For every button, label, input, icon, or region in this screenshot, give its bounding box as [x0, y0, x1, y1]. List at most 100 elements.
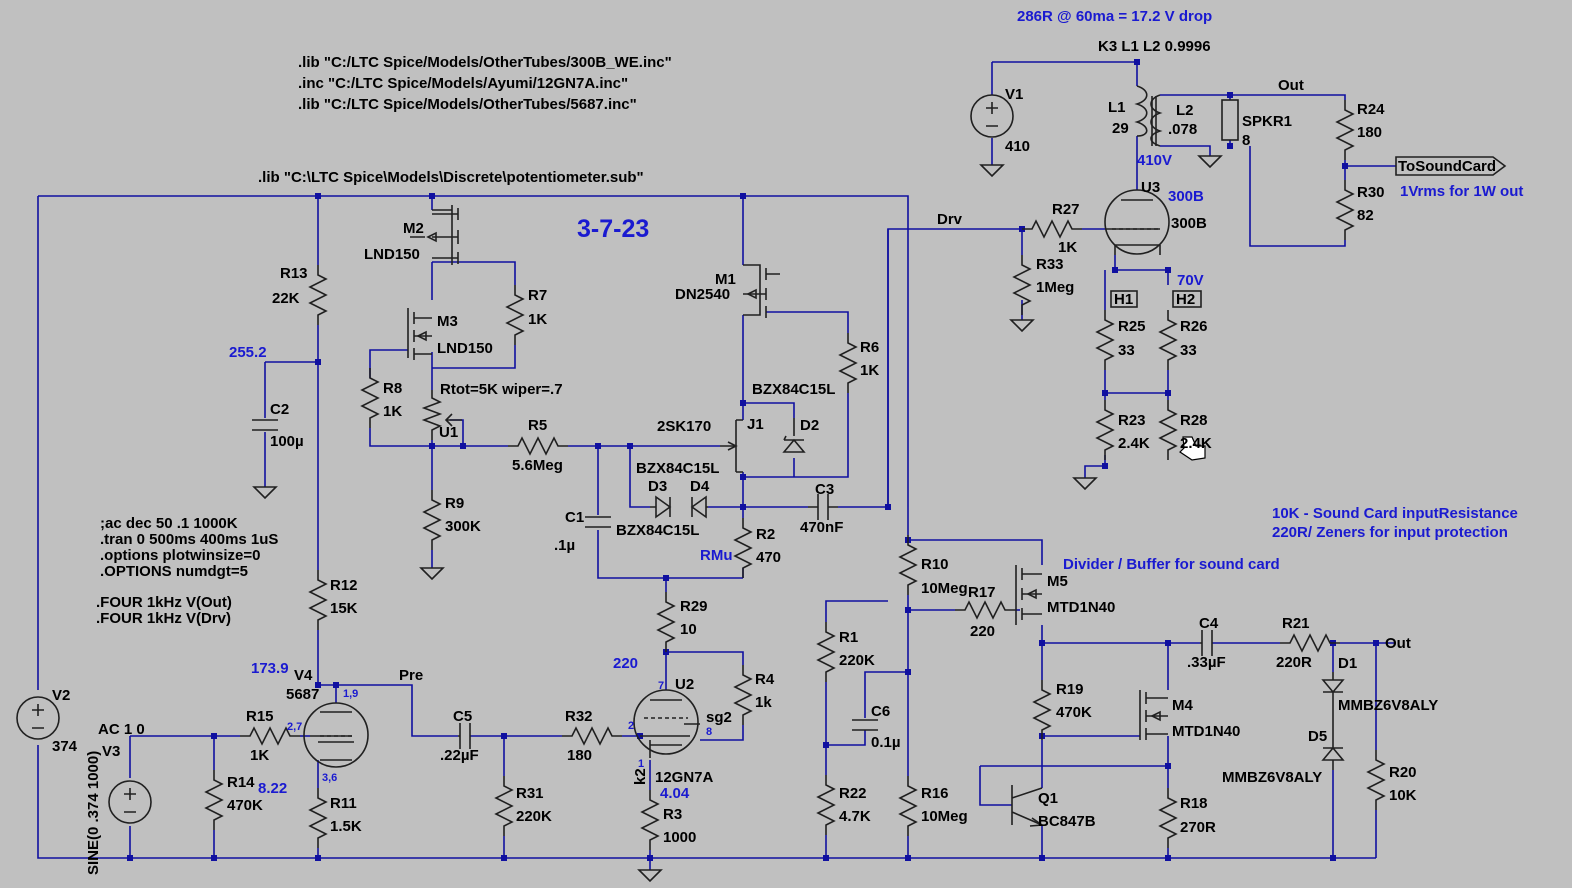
- resistors[interactable]: [205, 99, 1385, 851]
- svg-text:1: 1: [638, 758, 644, 770]
- svg-text:MTD1N40: MTD1N40: [1047, 599, 1115, 616]
- m1-symbol: [743, 264, 780, 318]
- output-transformer[interactable]: [1134, 85, 1163, 147]
- r24-symbol: [1336, 99, 1354, 161]
- svg-text:R26: R26: [1180, 318, 1208, 335]
- svg-text:M3: M3: [437, 313, 458, 330]
- svg-text:DN2540: DN2540: [675, 286, 730, 303]
- svg-text:R21: R21: [1282, 615, 1310, 632]
- svg-text:1,9: 1,9: [343, 688, 358, 700]
- svg-text:U3: U3: [1141, 179, 1160, 196]
- svg-text:82: 82: [1357, 207, 1374, 224]
- svg-text:R2: R2: [756, 526, 775, 543]
- r5-symbol: [507, 437, 569, 455]
- svg-text:Drv: Drv: [937, 211, 963, 228]
- svg-text:70V: 70V: [1177, 272, 1204, 289]
- svg-text:AC 1 0: AC 1 0: [98, 721, 145, 738]
- svg-text:410V: 410V: [1137, 152, 1172, 169]
- svg-text:220R: 220R: [1276, 654, 1312, 671]
- svg-text:R28: R28: [1180, 412, 1208, 429]
- svg-text:R4: R4: [755, 671, 775, 688]
- svg-text:ToSoundCard: ToSoundCard: [1398, 158, 1496, 175]
- voltage-sources[interactable]: [16, 94, 1014, 824]
- svg-text:U1: U1: [439, 424, 458, 441]
- directives: .lib "C:/LTC Spice/Models/OtherTubes/300…: [258, 38, 1211, 186]
- r4-symbol: [734, 664, 752, 726]
- svg-text:R24: R24: [1357, 101, 1385, 118]
- r20-symbol: [1367, 749, 1385, 811]
- svg-text:33: 33: [1118, 342, 1135, 359]
- svg-text:.22µF: .22µF: [440, 747, 479, 764]
- r9-symbol: [423, 489, 441, 551]
- r25-symbol: [1096, 309, 1114, 371]
- r2-symbol: [734, 517, 752, 579]
- r31-symbol: [495, 775, 513, 837]
- sim-four-drv: .FOUR 1kHz V(Drv): [96, 610, 231, 627]
- svg-text:Out: Out: [1278, 77, 1304, 94]
- j1-symbol[interactable]: [720, 419, 743, 473]
- r19-symbol: [1033, 679, 1051, 741]
- zener-diodes[interactable]: [650, 418, 1345, 770]
- svg-text:V2: V2: [52, 687, 70, 704]
- r7-symbol: [506, 284, 524, 346]
- r14-symbol: [205, 769, 223, 831]
- svg-text:C1: C1: [565, 509, 584, 526]
- svg-text:4.7K: 4.7K: [839, 808, 871, 825]
- svg-text:220K: 220K: [839, 652, 875, 669]
- svg-text:R29: R29: [680, 598, 708, 615]
- svg-text:220K: 220K: [516, 808, 552, 825]
- r3-symbol: [641, 789, 659, 851]
- net-flags: [1110, 156, 1507, 308]
- sound-card-note: 10K - Sound Card inputResistance: [1272, 505, 1518, 522]
- capacitors[interactable]: [252, 419, 1213, 749]
- r23-symbol: [1096, 399, 1114, 461]
- svg-text:10K: 10K: [1389, 787, 1417, 804]
- svg-text:R18: R18: [1180, 795, 1208, 812]
- svg-text:173.9: 173.9: [251, 660, 289, 677]
- tubes[interactable]: [303, 189, 1170, 768]
- mosfets[interactable]: [407, 205, 1168, 740]
- svg-text:H2: H2: [1176, 291, 1195, 308]
- svg-text:R10: R10: [921, 556, 949, 573]
- svg-text:R8: R8: [383, 380, 402, 397]
- wires: [37, 61, 1396, 870]
- svg-text:D4: D4: [690, 478, 710, 495]
- svg-text:R20: R20: [1389, 764, 1417, 781]
- svg-text:470nF: 470nF: [800, 519, 843, 536]
- v1-symbol: [970, 94, 1014, 138]
- l1-symbol: [1134, 85, 1148, 137]
- svg-text:BZX84C15L: BZX84C15L: [616, 522, 699, 539]
- svg-text:M2: M2: [403, 220, 424, 237]
- svg-text:C5: C5: [453, 708, 472, 725]
- m4-symbol: [1139, 690, 1168, 740]
- r28-symbol: [1159, 399, 1177, 461]
- d5-symbol: [1321, 692, 1345, 770]
- svg-text:D5: D5: [1308, 728, 1327, 745]
- m2-symbol: [410, 205, 459, 265]
- node-voltages: 255.2 173.9 8.22 220 4.04 410V 70V RMu 3…: [229, 152, 1204, 802]
- svg-text:R30: R30: [1357, 184, 1385, 201]
- svg-text:1K: 1K: [860, 362, 879, 379]
- component-labels: V1 410 V2 374 V3 AC 1 0 SINE(0 .374 1000…: [52, 86, 1438, 875]
- m5-symbol: [1015, 565, 1042, 625]
- svg-text:255.2: 255.2: [229, 344, 267, 361]
- svg-text:C6: C6: [871, 703, 890, 720]
- svg-text:470K: 470K: [1056, 704, 1092, 721]
- svg-text:2.4K: 2.4K: [1180, 435, 1212, 452]
- c4-symbol: [1200, 630, 1213, 656]
- q1-symbol[interactable]: [1011, 785, 1045, 827]
- m3-symbol: [407, 308, 432, 360]
- r12-symbol: [309, 569, 327, 631]
- svg-text:.1µ: .1µ: [554, 537, 575, 554]
- notes: 3-7-23 286R @ 60ma = 17.2 V drop 1Vrms f…: [577, 8, 1523, 573]
- svg-text:M4: M4: [1172, 697, 1193, 714]
- c6-symbol: [852, 719, 878, 731]
- svg-text:220: 220: [970, 623, 995, 640]
- svg-text:8: 8: [706, 726, 712, 738]
- svg-text:2: 2: [628, 720, 634, 732]
- zener-note: 220R/ Zeners for input protection: [1272, 524, 1508, 541]
- svg-text:V1: V1: [1005, 86, 1023, 103]
- spkr1-symbol[interactable]: [1221, 99, 1239, 141]
- svg-text:15K: 15K: [330, 600, 358, 617]
